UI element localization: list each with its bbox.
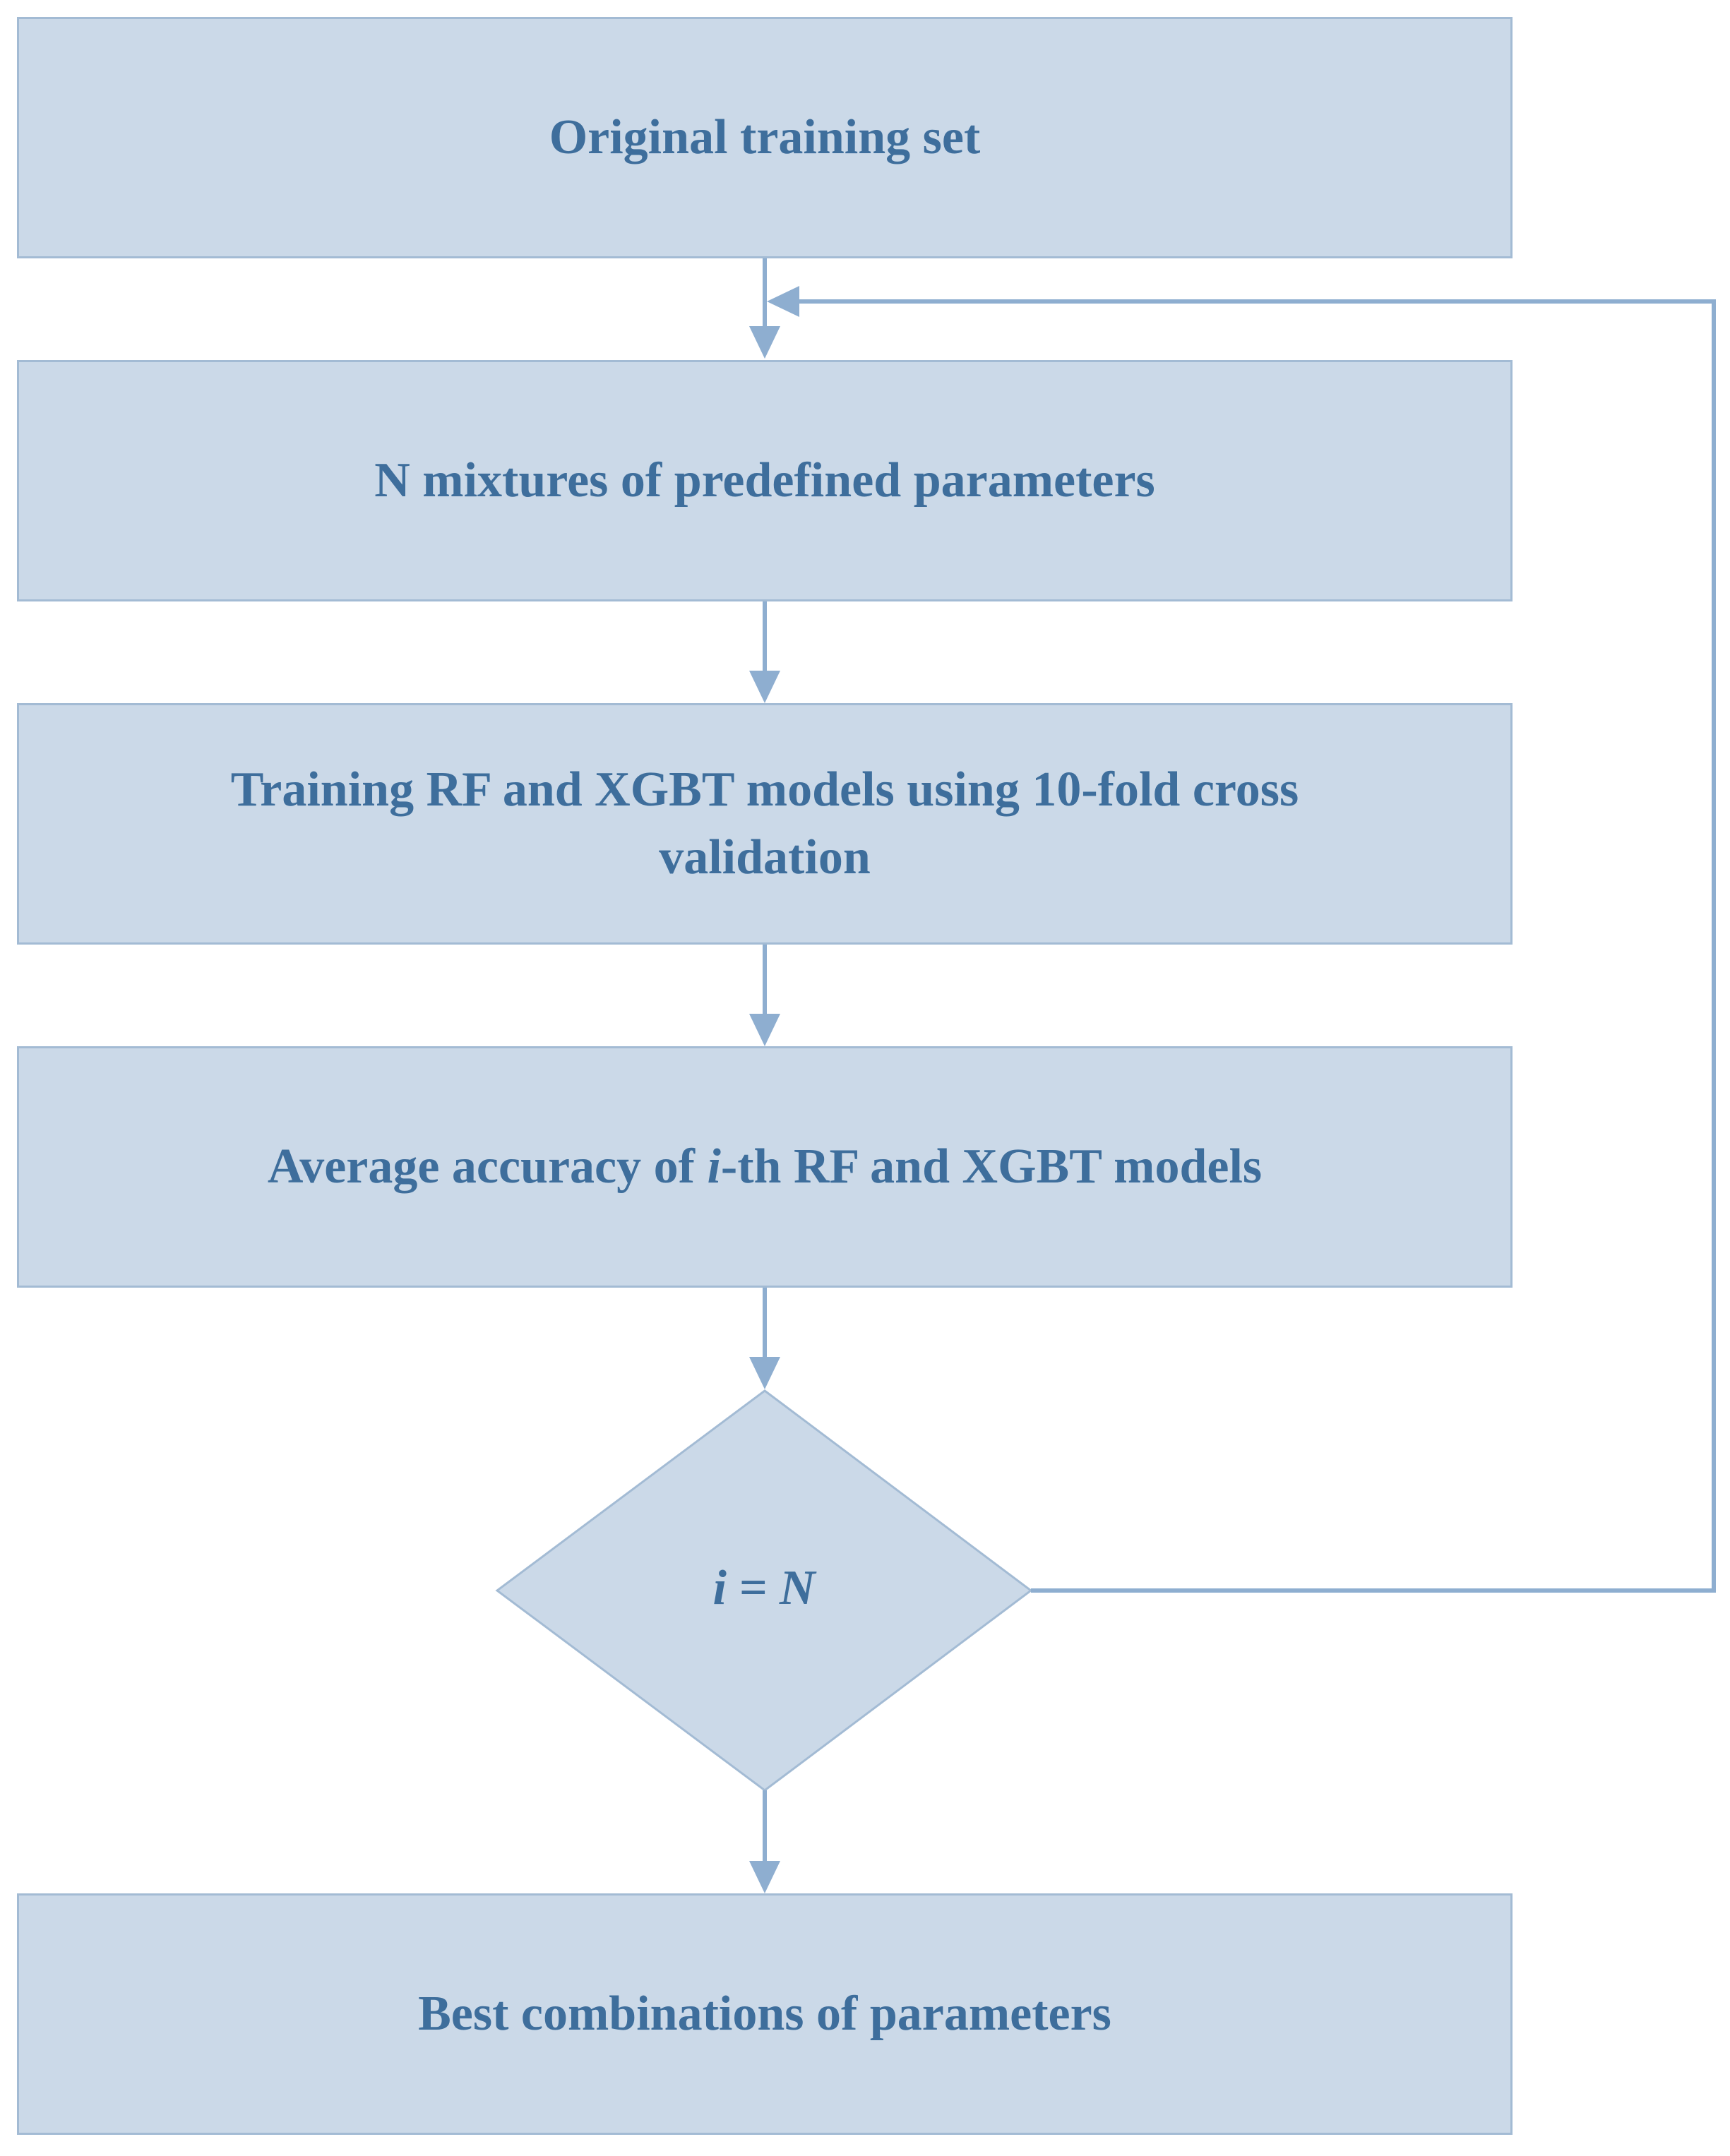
node-training-models: Training RF and XGBT models using 10-fol… (17, 703, 1513, 945)
accuracy-label-suffix: -th RF and XGBT models (720, 1139, 1263, 1194)
node-average-accuracy: Average accuracy of i-th RF and XGBT mod… (17, 1046, 1513, 1288)
decision-label: i = N (712, 1561, 816, 1615)
arrowhead-training-to-accuracy (749, 1014, 780, 1046)
accuracy-label-italic-i: i (707, 1139, 721, 1194)
node-n-mixtures-label: N mixtures of predefined parameters (374, 453, 1155, 508)
arrowhead-mixtures-to-training (749, 671, 780, 703)
node-original-training-set: Original training set (17, 17, 1513, 258)
accuracy-label-prefix: Average accuracy of (267, 1139, 708, 1194)
feedback-loop-arrowhead (767, 286, 799, 317)
node-n-mixtures: N mixtures of predefined parameters (17, 360, 1513, 601)
node-best-combinations-label: Best combinations of parameters (418, 1987, 1111, 2041)
arrowhead-accuracy-to-decision (749, 1357, 780, 1389)
arrowhead-original-to-mixtures (749, 326, 780, 359)
feedback-loop-line (797, 299, 1716, 1593)
node-original-training-set-label: Original training set (549, 110, 981, 164)
node-training-models-label: Training RF and XGBT models using 10-fol… (230, 762, 1299, 885)
node-average-accuracy-label: Average accuracy of i-th RF and XGBT mod… (155, 1133, 1375, 1201)
arrowhead-decision-to-best (749, 1861, 780, 1893)
node-best-combinations: Best combinations of parameters (17, 1893, 1513, 2135)
